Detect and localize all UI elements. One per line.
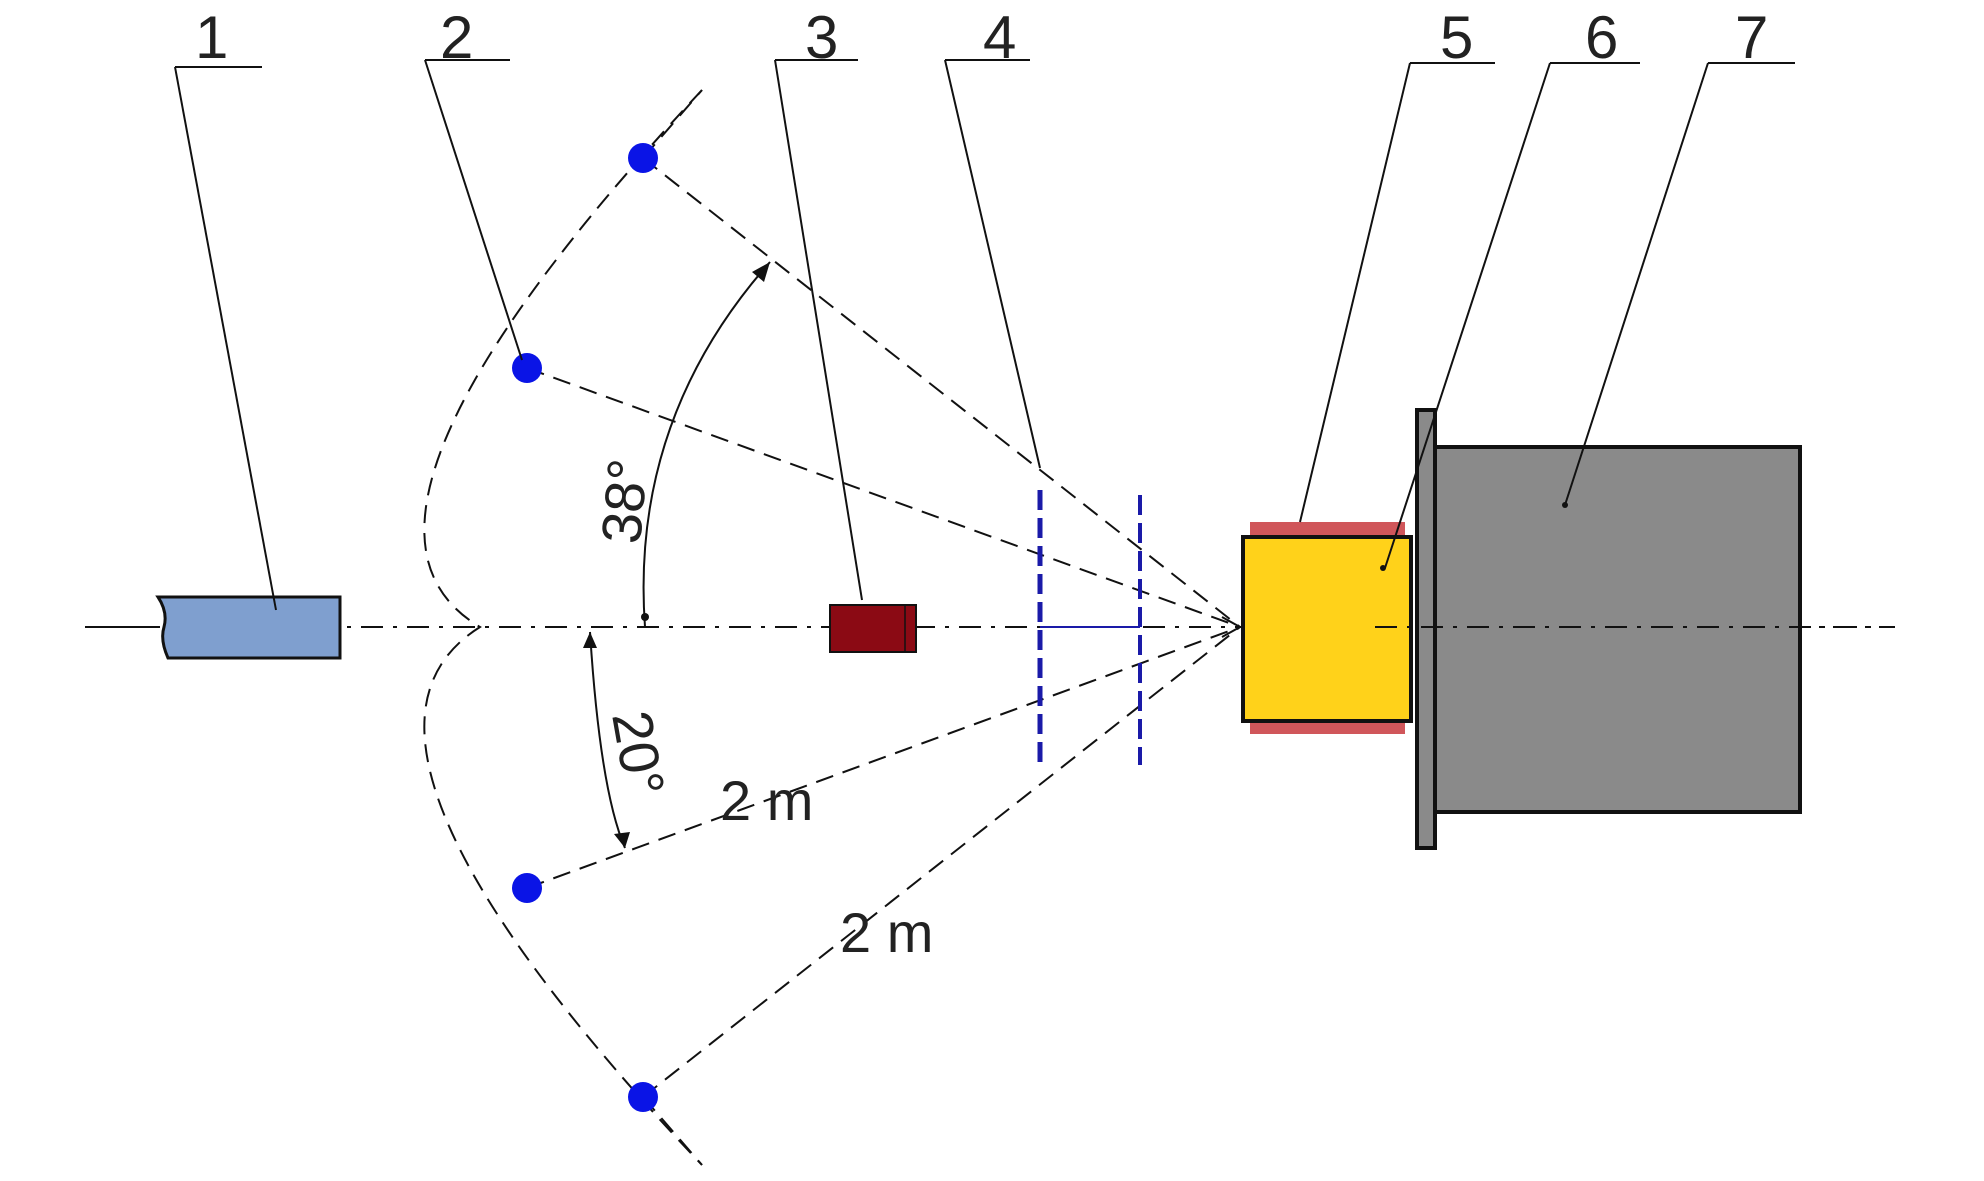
distance-label-2: 2 m xyxy=(840,901,933,964)
angle-label-38: 38° xyxy=(589,456,659,546)
angle-arc-38-arrow xyxy=(752,262,770,282)
sensor-dot xyxy=(512,873,542,903)
sensor-dot xyxy=(512,353,542,383)
item-5-rail-top xyxy=(1250,522,1405,538)
measurement-arc xyxy=(423,89,703,1166)
radial-line-1 xyxy=(642,157,1241,628)
leader-4 xyxy=(944,59,1041,469)
leader-7 xyxy=(1564,62,1709,506)
source-point-arrow xyxy=(1221,616,1241,638)
radial-lines xyxy=(526,89,1241,1166)
label-3: 3 xyxy=(805,4,838,71)
sensors xyxy=(512,143,658,1112)
angle-label-20: 20° xyxy=(600,706,677,800)
radial-line-4 xyxy=(642,626,1241,1098)
leader-6 xyxy=(1384,62,1551,569)
label-6: 6 xyxy=(1585,4,1618,71)
leader-lines xyxy=(174,59,1795,611)
item-3-block xyxy=(829,604,917,653)
angle-arc-38-dot xyxy=(641,613,649,621)
label-4: 4 xyxy=(983,4,1016,71)
leader-2 xyxy=(424,59,523,361)
angle-arc-20 xyxy=(589,631,626,849)
distance-label-1: 2 m xyxy=(720,769,813,832)
label-1: 1 xyxy=(195,4,228,71)
label-7: 7 xyxy=(1735,4,1768,71)
sensor-dot xyxy=(628,143,658,173)
angle-arc-20-arrow-top xyxy=(583,632,597,648)
item-7-housing xyxy=(1433,445,1802,814)
radial-line-1-ext xyxy=(642,89,703,159)
sensor-dot xyxy=(628,1082,658,1112)
radial-line-4-ext xyxy=(642,1096,703,1166)
label-5: 5 xyxy=(1440,4,1473,71)
leader-5-dot xyxy=(1380,565,1386,571)
item-1-bar xyxy=(155,595,342,660)
radial-line-2 xyxy=(526,367,1241,628)
angle-arc-20-arrow-bot xyxy=(614,832,630,848)
leader-3 xyxy=(774,59,863,601)
leader-5 xyxy=(1299,62,1411,523)
label-2: 2 xyxy=(440,4,473,71)
radial-line-3 xyxy=(526,626,1241,889)
leader-1 xyxy=(174,66,277,611)
leader-7-dot xyxy=(1562,502,1568,508)
angle-arc-38 xyxy=(642,261,771,628)
item-6-plate xyxy=(1415,408,1437,850)
